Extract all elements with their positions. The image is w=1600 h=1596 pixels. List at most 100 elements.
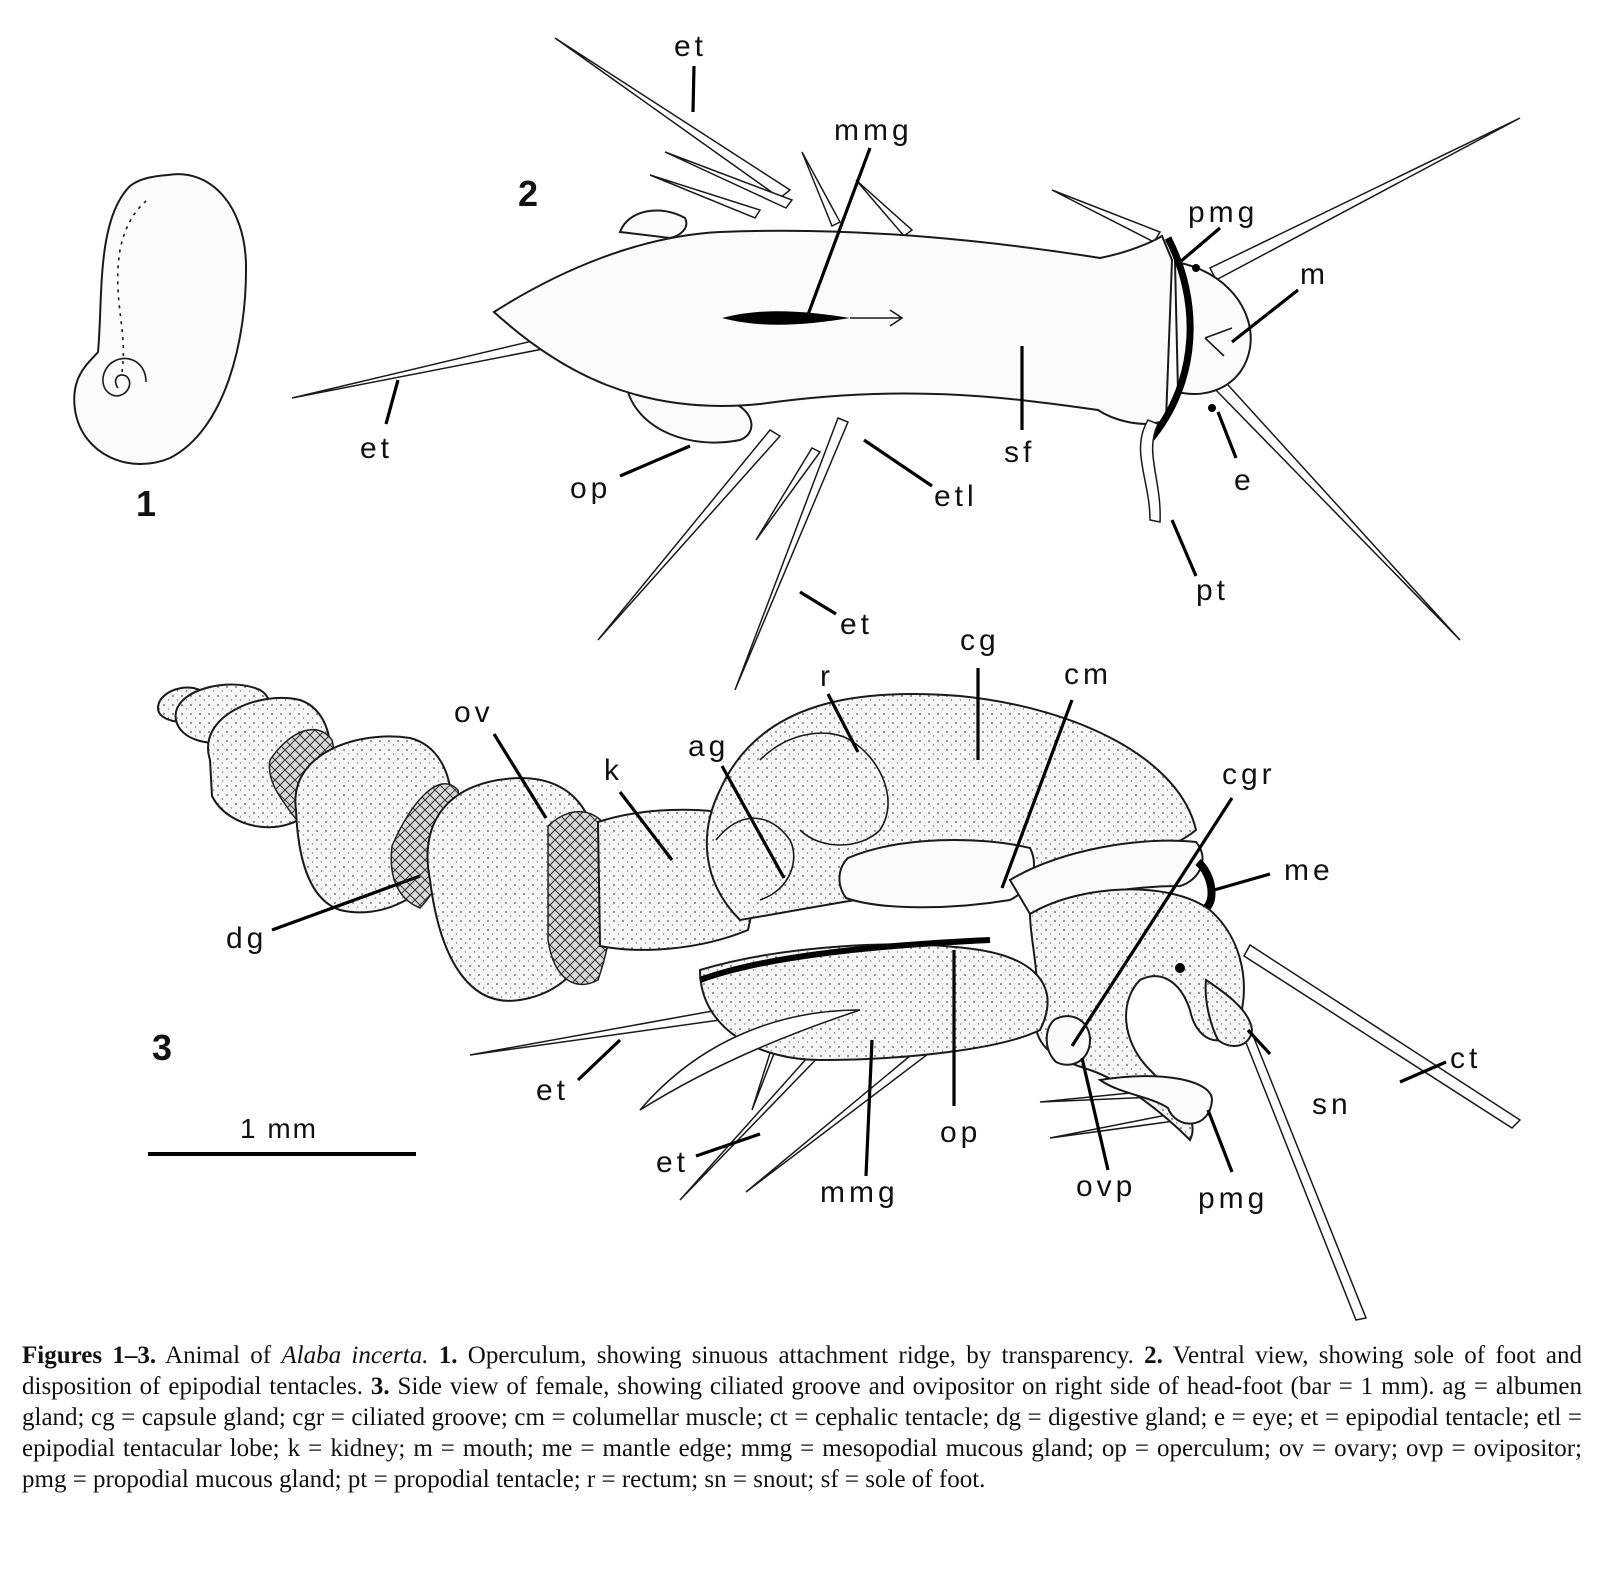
ovipositor <box>1045 1015 1092 1066</box>
leader-et-top <box>691 65 696 113</box>
label-et: et <box>840 608 873 641</box>
cephalic-tentacle-right <box>1243 943 1522 1129</box>
label-r: r <box>820 660 834 693</box>
label-dg: dg <box>226 922 267 955</box>
operculum-lobe-top <box>618 209 688 240</box>
figure-3-side-view: 1 mm 3 cg cm r ov ag k cgr me dg ct sn e… <box>148 624 1522 1321</box>
snout-disc <box>1173 260 1252 396</box>
label-op: op <box>940 1116 981 1149</box>
label-mmg: mmg <box>820 1176 899 1209</box>
leader-cgr <box>1070 797 1234 1047</box>
leader-et-bottom <box>799 590 837 616</box>
leader-et-bottom <box>695 1132 761 1158</box>
label-cg: cg <box>960 624 1000 657</box>
caption-fig2-number: 2. <box>1133 1342 1163 1369</box>
leader-ct <box>1399 1060 1447 1084</box>
label-etl: etl <box>934 480 978 513</box>
leader-pmg <box>1206 1109 1234 1173</box>
epipodial-tentacle <box>291 337 549 399</box>
label-ovp: ovp <box>1076 1170 1136 1203</box>
caption-fig1-number: 1. <box>428 1342 458 1369</box>
leader-e <box>1216 411 1238 459</box>
leader-cm <box>1000 699 1074 889</box>
caption-fig3-number: 3. <box>363 1373 390 1400</box>
cephalic-tentacle-right <box>1208 117 1521 282</box>
eye-left <box>1208 404 1216 412</box>
mesopodial-groove <box>850 309 904 327</box>
leader-mmg <box>804 147 872 321</box>
leader-et-left <box>576 1038 622 1082</box>
label-me: me <box>1284 854 1334 887</box>
rectum-coil <box>759 732 889 846</box>
leader-m <box>1231 288 1299 344</box>
label-mmg: mmg <box>834 114 913 147</box>
leader-dg <box>271 874 421 932</box>
propodial-tentacle <box>1139 419 1161 523</box>
scale-bar-label: 1 mm <box>240 1113 318 1144</box>
label-ag: ag <box>688 730 729 763</box>
epipodial-tentacle <box>469 1009 721 1056</box>
label-op: op <box>570 472 611 505</box>
epipodial-tentacle <box>734 417 849 691</box>
leader-ag <box>720 765 786 879</box>
caption-title: Figures 1–3. <box>22 1342 157 1369</box>
propodial-mucous-gland <box>1147 236 1194 443</box>
epipodial-tentacle <box>855 179 914 238</box>
leader-k <box>618 791 674 861</box>
label-e: e <box>1234 464 1255 497</box>
label-pmg: pmg <box>1198 1182 1268 1215</box>
snout <box>1204 978 1254 1047</box>
leader-ov <box>492 733 548 819</box>
caption-intro: Animal of <box>156 1342 282 1369</box>
propodial-mucous-gland <box>1097 1075 1214 1125</box>
label-sn: sn <box>1312 1088 1352 1121</box>
leader-mmg <box>864 1039 874 1177</box>
label-cgr: cgr <box>1222 758 1276 791</box>
epipodial-tentacle <box>649 174 762 219</box>
epipodial-tentacle <box>597 429 782 641</box>
label-ct: ct <box>1450 1042 1481 1075</box>
figure-1-operculum: 1 <box>73 173 248 524</box>
label-et: et <box>656 1146 689 1179</box>
leader-r <box>826 693 860 753</box>
operculum-outline <box>73 173 248 465</box>
leader-me <box>1213 872 1271 892</box>
fig2-number: 2 <box>518 173 538 214</box>
fig1-number: 1 <box>136 483 156 524</box>
mantle-edge-dark <box>1195 858 1216 912</box>
label-pt: pt <box>1196 574 1229 607</box>
caption-fig3-text: Side view of female, showing ciliated gr… <box>22 1373 1583 1493</box>
fig3-number: 3 <box>152 1027 172 1068</box>
epipodial-tentacle <box>1051 189 1162 243</box>
label-et: et <box>674 30 707 63</box>
label-k: k <box>604 754 623 787</box>
eye-right <box>1192 264 1200 272</box>
mouth-slit <box>1204 327 1233 357</box>
label-et: et <box>536 1074 569 1107</box>
label-et: et <box>360 432 393 465</box>
albumen-gland-edge <box>715 817 795 901</box>
leader-pmg <box>1178 226 1222 264</box>
label-pmg: pmg <box>1188 196 1258 229</box>
epipodial-tentacle <box>664 151 794 209</box>
leader-op <box>619 444 691 478</box>
cephalic-tentacle-left <box>1206 372 1461 641</box>
label-sf: sf <box>1004 436 1035 469</box>
epipodial-tentacular-lobe <box>639 1009 861 1111</box>
eye <box>1175 963 1185 973</box>
operculum-edge <box>698 937 991 983</box>
leader-ovp <box>1080 1057 1110 1171</box>
caption-species: Alaba incerta. <box>281 1342 429 1369</box>
label-ov: ov <box>454 696 494 729</box>
sole-of-foot <box>492 229 1174 425</box>
label-m: m <box>1300 258 1329 291</box>
columellar-muscle <box>838 838 1035 909</box>
leader-sn <box>1246 1028 1272 1056</box>
caption-fig1-text: Operculum, showing sinuous attachment ri… <box>457 1342 1134 1369</box>
leader-et-left <box>384 379 400 425</box>
caption-fig2-text: Ventral view, showing sole of foot and d… <box>22 1342 1583 1400</box>
mesopodial-mucous-gland <box>722 311 850 325</box>
operculum-nucleus-spiral <box>102 357 147 397</box>
epipodial-tentacle <box>755 447 822 541</box>
